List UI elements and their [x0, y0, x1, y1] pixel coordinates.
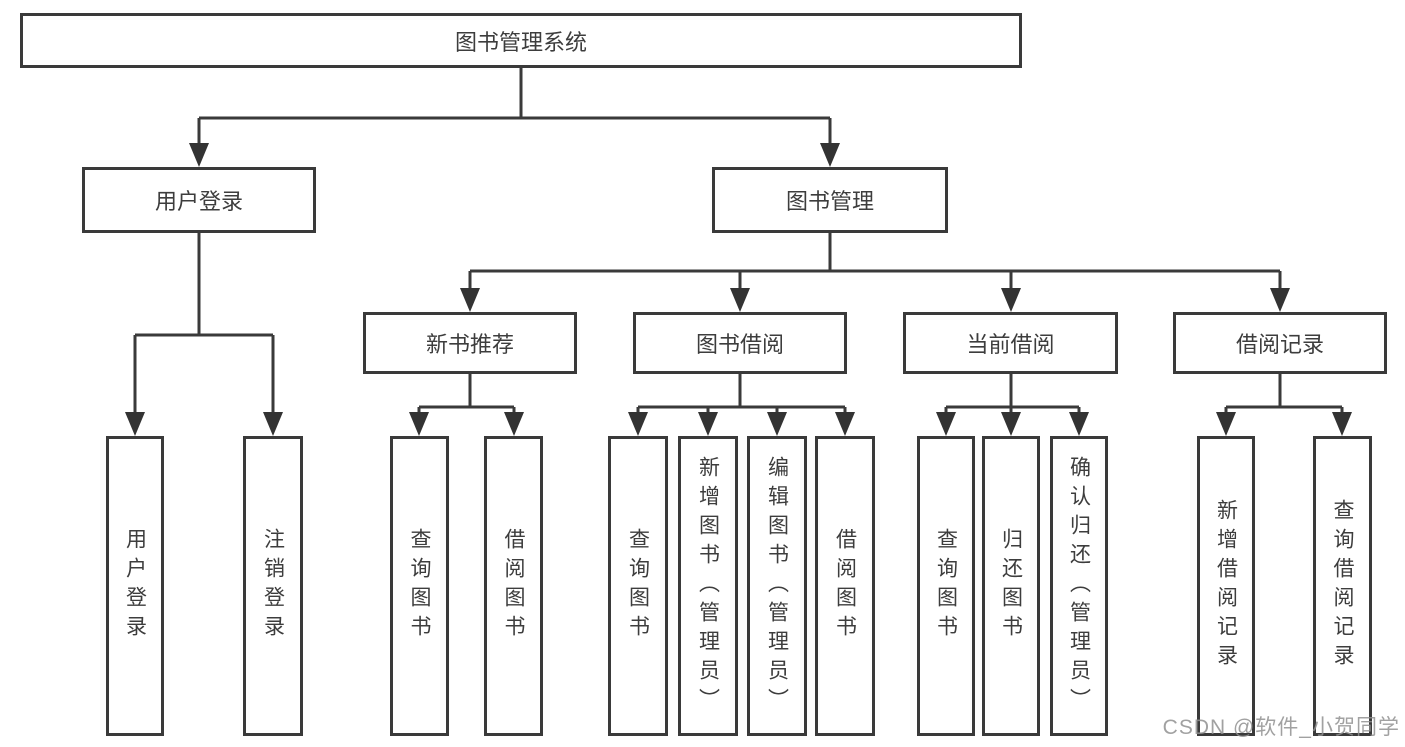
arrowhead-leaf-confirm-return [1069, 412, 1089, 436]
arrowhead-leaf-user-login [125, 412, 145, 436]
node-borrowing-records: 借阅记录 [1173, 312, 1387, 374]
node-borrowing-records-label: 借阅记录 [1235, 332, 1324, 357]
leaf-query-book-2-label: 查询图书 [626, 528, 650, 644]
leaf-query-book-1: 查询图书 [390, 436, 449, 736]
arrowhead-borrow-record-branch [1270, 288, 1290, 312]
arrowhead-leaf-add-record [1216, 412, 1236, 436]
node-current-borrowing-label: 当前借阅 [966, 332, 1055, 357]
leaf-return-book: 归还图书 [982, 436, 1040, 736]
arrowhead-current-borrow-branch [1001, 288, 1021, 312]
arrowhead-leaf-return-book [1001, 412, 1021, 436]
leaf-query-book-2: 查询图书 [608, 436, 668, 736]
csdn-watermark: CSDN @软件_小贺同学 [1162, 716, 1400, 739]
arrowhead-book-borrow-branch [730, 288, 750, 312]
leaf-user-login: 用户登录 [106, 436, 164, 736]
leaf-logout: 注销登录 [243, 436, 303, 736]
arrowhead-leaf-logout [263, 412, 283, 436]
connector-current-borrow-to-leaves [944, 374, 1081, 414]
node-book-management-label: 图书管理 [785, 189, 874, 214]
arrowhead-new-book-branch [460, 288, 480, 312]
node-book-borrowing-label: 图书借阅 [695, 332, 784, 357]
leaf-edit-book-admin: 编辑图书（管理员） [747, 436, 807, 736]
node-user-login-label: 用户登录 [154, 189, 243, 214]
arrowhead-leaf-query-record [1332, 412, 1352, 436]
arrowhead-leaf-borrow-book-1 [504, 412, 524, 436]
leaf-add-borrow-record-label: 新增借阅记录 [1214, 499, 1238, 673]
leaf-confirm-return-admin-label: 确认归还（管理员） [1067, 455, 1091, 717]
leaf-borrow-book-2-label: 借阅图书 [833, 528, 857, 644]
arrowhead-book-management-branch [820, 143, 840, 167]
arrowhead-leaf-query-book-2 [628, 412, 648, 436]
leaf-query-book-1-label: 查询图书 [408, 528, 431, 644]
node-root: 图书管理系统 [20, 13, 1022, 68]
leaf-query-borrow-record-label: 查询借阅记录 [1331, 499, 1354, 673]
connector-root-to-level2 [197, 68, 832, 146]
leaf-edit-book-admin-label: 编辑图书（管理员） [765, 455, 789, 717]
leaf-return-book-label: 归还图书 [999, 528, 1023, 644]
arrowhead-leaf-query-book-1 [409, 412, 429, 436]
node-book-borrowing: 图书借阅 [633, 312, 847, 374]
arrowhead-leaf-borrow-book-2 [835, 412, 855, 436]
arrowhead-leaf-add-book [698, 412, 718, 436]
node-new-book-recommend: 新书推荐 [363, 312, 577, 374]
node-book-management: 图书管理 [712, 167, 948, 233]
arrowhead-user-login-branch [189, 143, 209, 167]
leaf-borrow-book-1: 借阅图书 [484, 436, 543, 736]
leaf-borrow-book-1-label: 借阅图书 [502, 528, 525, 644]
node-root-label: 图书管理系统 [454, 29, 587, 55]
arrowhead-leaf-query-book-3 [936, 412, 956, 436]
leaf-borrow-book-2: 借阅图书 [815, 436, 875, 736]
connector-book-borrow-to-leaves [636, 374, 847, 414]
leaf-logout-label: 注销登录 [261, 528, 285, 644]
connector-new-book-to-leaves [417, 374, 516, 414]
arrowhead-leaf-edit-book [767, 412, 787, 436]
connector-book-management-to-level3 [468, 233, 1282, 290]
leaf-add-book-admin-label: 新增图书（管理员） [696, 455, 720, 717]
connector-user-login-to-leaves [133, 233, 275, 414]
leaf-add-book-admin: 新增图书（管理员） [678, 436, 738, 736]
leaf-query-book-3: 查询图书 [917, 436, 975, 736]
node-current-borrowing: 当前借阅 [903, 312, 1118, 374]
node-user-login: 用户登录 [82, 167, 316, 233]
leaf-user-login-label: 用户登录 [123, 528, 147, 644]
connector-borrow-record-to-leaves [1224, 374, 1344, 414]
leaf-query-borrow-record: 查询借阅记录 [1313, 436, 1372, 736]
leaf-add-borrow-record: 新增借阅记录 [1197, 436, 1255, 736]
node-new-book-recommend-label: 新书推荐 [425, 332, 514, 357]
leaf-confirm-return-admin: 确认归还（管理员） [1050, 436, 1108, 736]
leaf-query-book-3-label: 查询图书 [934, 528, 958, 644]
